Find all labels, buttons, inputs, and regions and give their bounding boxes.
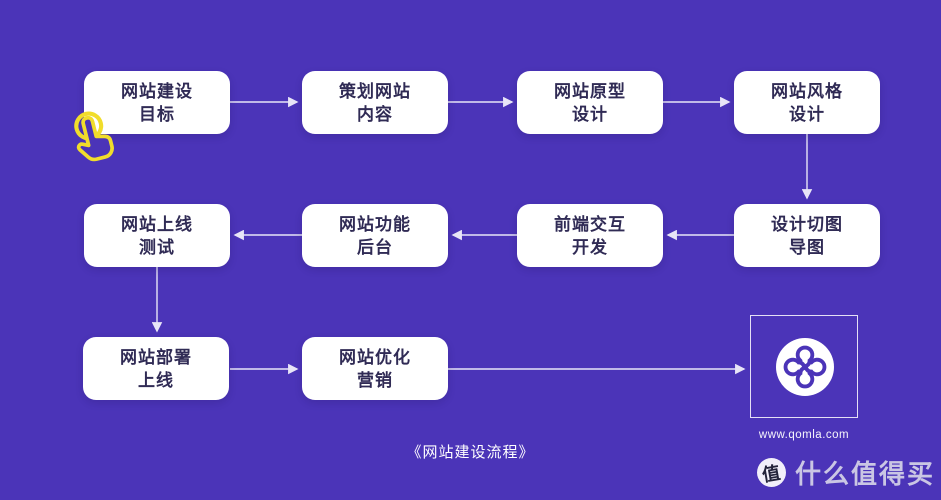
node-label-line: 上线 [138,370,174,390]
node-label-line: 网站功能 [339,214,411,234]
flow-node-backend: 网站功能 后台 [302,204,448,267]
node-label-line: 设计 [572,104,608,124]
tap-hand-cursor-icon [74,111,114,162]
node-label-line: 开发 [572,237,608,257]
flow-node-deploy: 网站部署 上线 [83,337,229,400]
node-label-line: 设计 [789,104,825,124]
node-label-line: 设计切图 [771,214,843,234]
node-label-line: 前端交互 [554,214,626,234]
qomla-clover-logo-icon [783,345,827,389]
logo-circle [776,338,834,396]
logo-card [750,315,858,418]
flow-node-goal: 网站建设 目标 [84,71,230,134]
node-label-line: 网站部署 [120,347,192,367]
logo-url-text: www.qomla.com [758,429,850,441]
flow-node-test: 网站上线 测试 [84,204,230,267]
node-label-line: 网站原型 [554,81,626,101]
node-label-line: 测试 [139,237,175,257]
flow-node-slicing: 设计切图 导图 [734,204,880,267]
flow-node-style: 网站风格 设计 [734,71,880,134]
node-label-line: 网站风格 [771,81,843,101]
flow-node-frontend: 前端交互 开发 [517,204,663,267]
node-label-line: 导图 [789,237,825,257]
node-label-line: 内容 [357,104,393,124]
diagram-title: 《网站建设流程》 [406,444,535,461]
smzdm-watermark: 值 什么值得买 [756,454,935,491]
watermark-label: 什么值得买 [794,459,935,489]
flow-node-plan: 策划网站 内容 [302,71,448,134]
node-label-line: 策划网站 [339,81,411,101]
node-label-line: 后台 [357,237,393,257]
node-label-line: 网站上线 [121,214,193,234]
flow-node-marketing: 网站优化 营销 [302,337,448,400]
node-label-line: 营销 [357,370,393,390]
zhi-badge-icon: 值 [756,458,786,487]
flow-node-prototype: 网站原型 设计 [517,71,663,134]
zhi-badge-char: 值 [761,462,783,485]
node-label-line: 网站优化 [339,347,411,367]
node-label-line: 目标 [139,104,175,124]
node-label-line: 网站建设 [121,81,193,101]
